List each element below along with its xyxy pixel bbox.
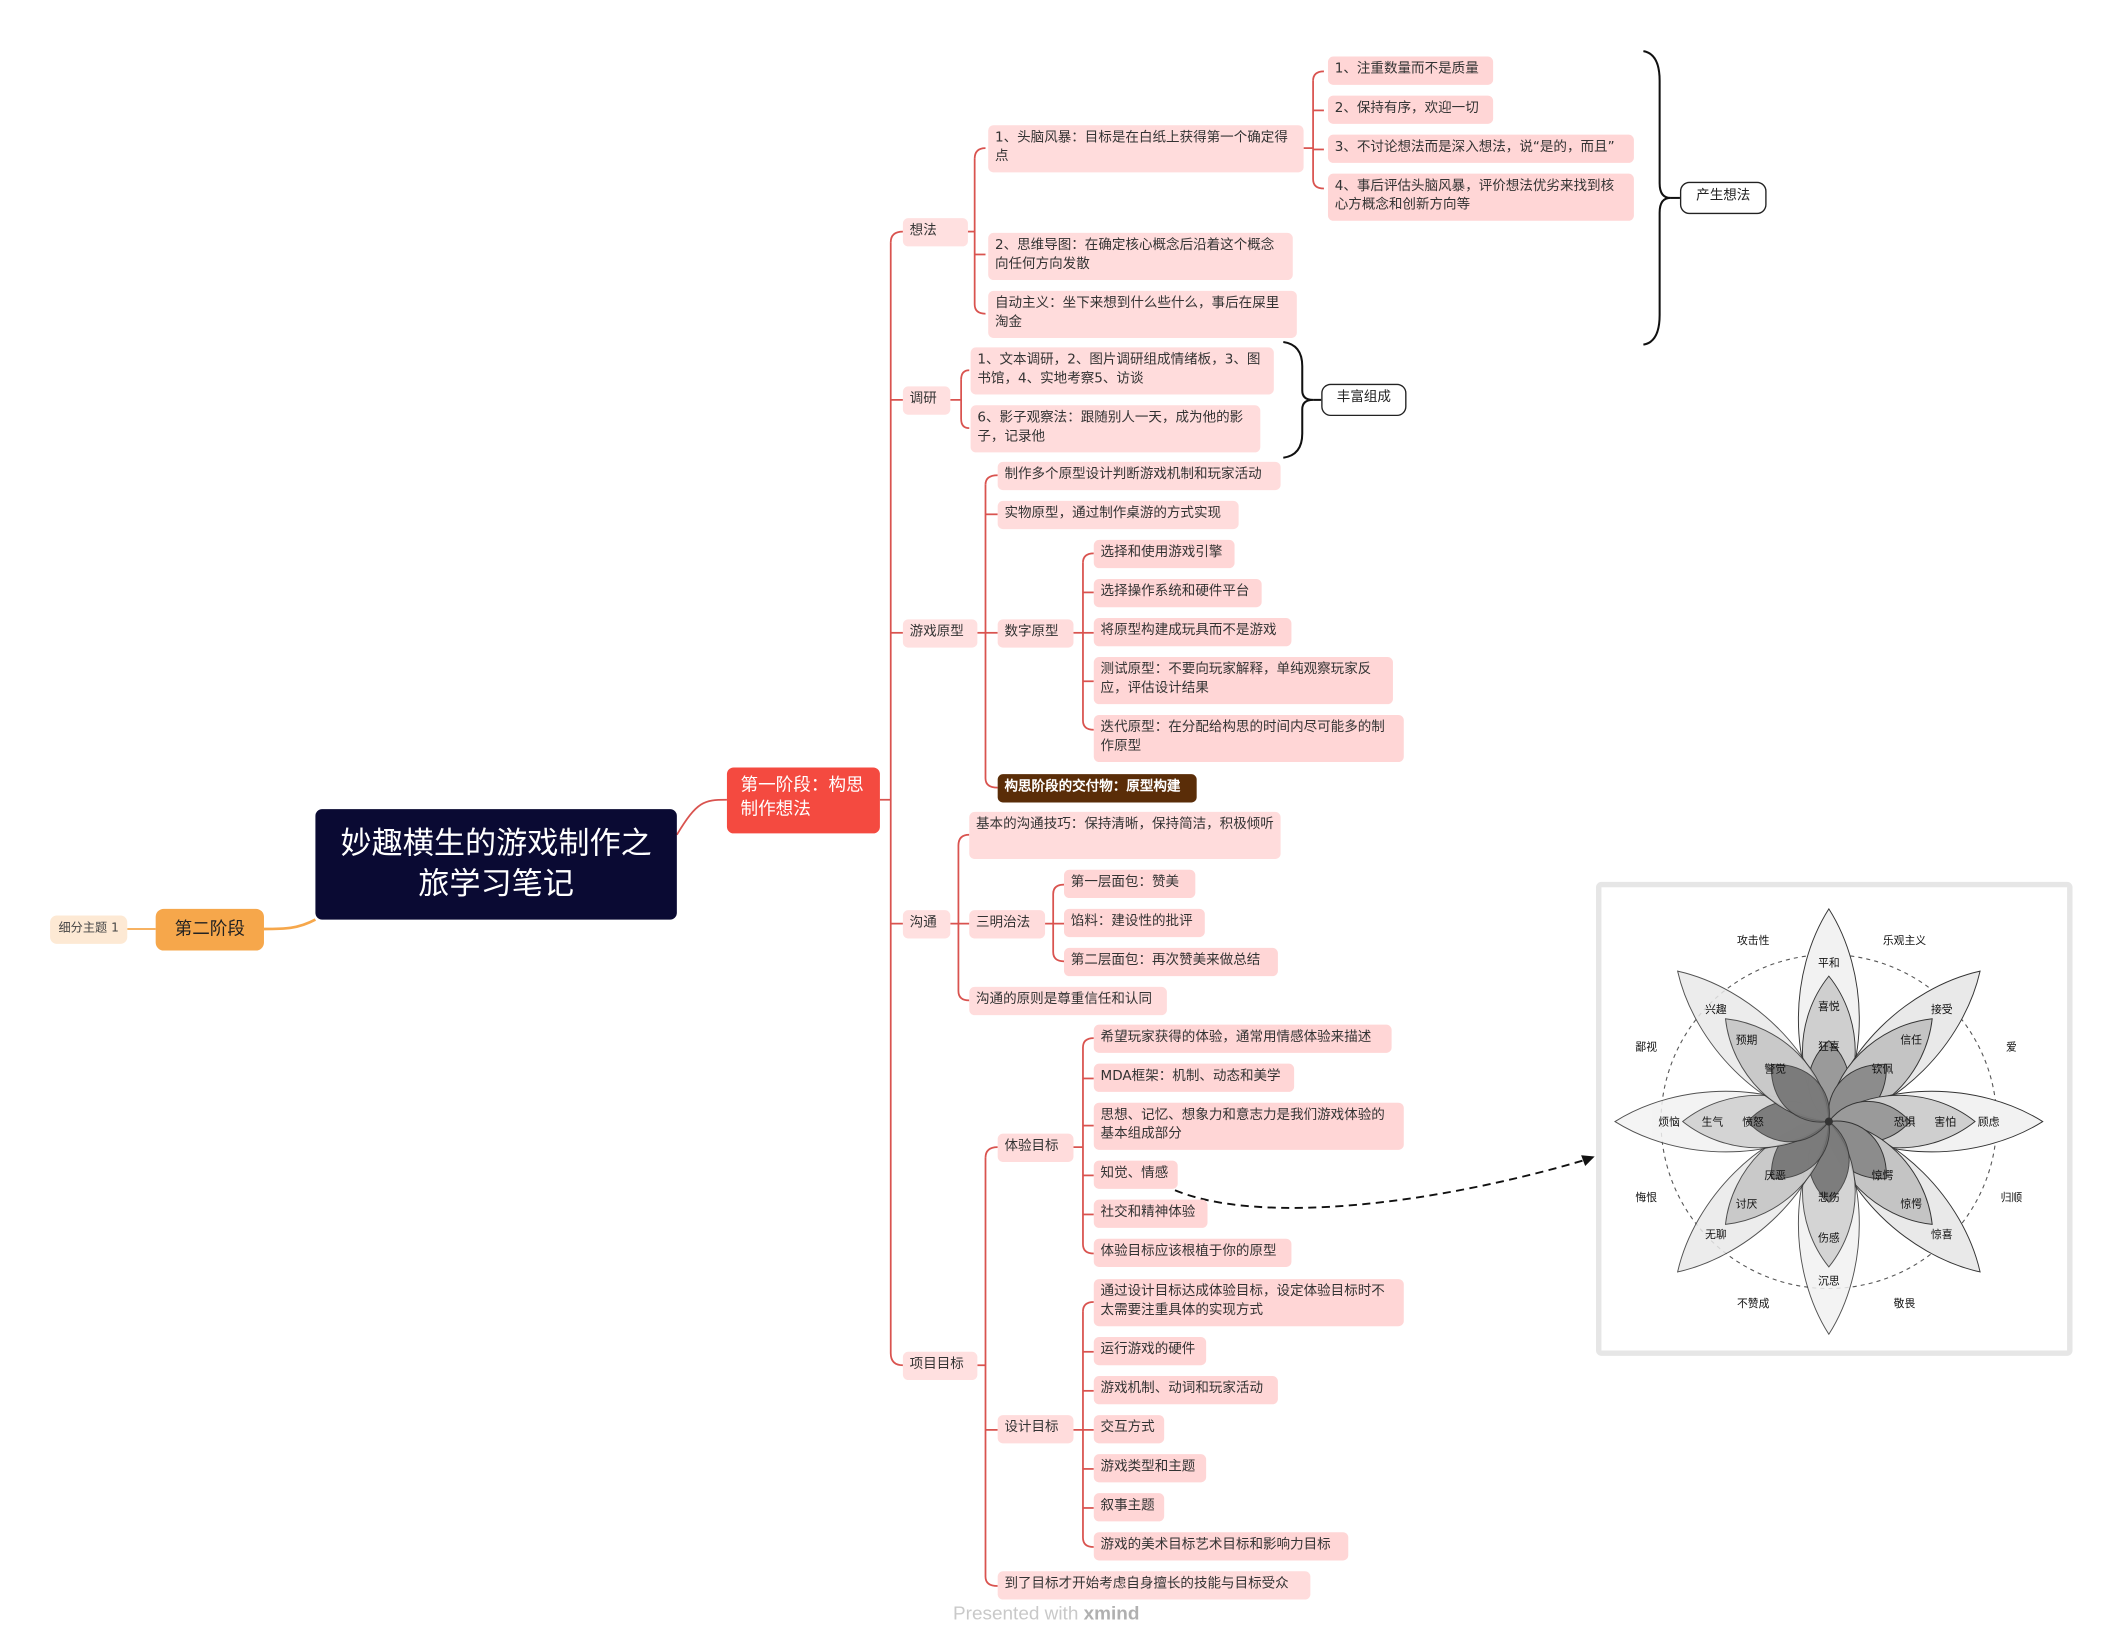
- sandwich-item-3[interactable]: 第二层面包：再次赞美来做总结: [1064, 947, 1278, 977]
- wheel-petal-label: 惊愕: [1872, 1168, 1894, 1182]
- experience-goals-node[interactable]: 体验目标: [997, 1133, 1074, 1162]
- wheel-outer-label: 悔恨: [1635, 1190, 1657, 1204]
- shadow-observation-node[interactable]: 6、影子观察法：跟随别人一天，成为他的影子，记录他: [970, 405, 1261, 453]
- wheel-petal-label: 烦恼: [1658, 1116, 1680, 1129]
- digital-item-toy[interactable]: 将原型构建成玩具而不是游戏: [1093, 617, 1292, 647]
- wheel-petal-label: 厌恶: [1764, 1169, 1786, 1182]
- wheel-petal-label: 讨厌: [1736, 1197, 1758, 1210]
- brainstorm-node[interactable]: 1、头脑风暴：目标是在白纸上获得第一个确定得点: [988, 125, 1304, 173]
- wheel-petal: [1614, 1090, 1830, 1153]
- communication-principle-node[interactable]: 沟通的原则是尊重信任和认同: [969, 986, 1167, 1016]
- digital-item-test[interactable]: 测试原型：不要向玩家解释，单纯观察玩家反应，评估设计结果: [1093, 657, 1393, 705]
- sandwich-item-2[interactable]: 馅料：建设性的批评: [1064, 908, 1205, 938]
- wheel-outer-label: 敬畏: [1894, 1297, 1916, 1310]
- wheel-petal-label: 警觉: [1764, 1061, 1786, 1075]
- ideas-node[interactable]: 想法: [902, 218, 968, 247]
- brainstorm-rule-2[interactable]: 2、保持有序，欢迎一切: [1327, 95, 1494, 124]
- wheel-petal-label: 预期: [1736, 1034, 1758, 1047]
- digital-item-platform[interactable]: 选择操作系统和硬件平台: [1093, 578, 1262, 608]
- wheel-petal-label: 喜悦: [1818, 999, 1840, 1013]
- enrich-composition-label[interactable]: 丰富组成: [1321, 383, 1407, 417]
- wheel-center: [1824, 1117, 1833, 1126]
- wheel-outer-label: 爱: [2006, 1040, 2017, 1053]
- wheel-petal-label: 惊愕: [1900, 1196, 1922, 1210]
- wheel-petal-label: 信任: [1900, 1034, 1922, 1047]
- wheel-petal-label: 无聊: [1705, 1227, 1727, 1241]
- wheel-petal: [1676, 970, 1830, 1123]
- wheel-petal: [1797, 1120, 1860, 1336]
- brainstorm-rule-4[interactable]: 4、事后评估头脑风暴，评价想法优劣来找到核心方概念和创新方向等: [1327, 173, 1634, 221]
- wheel-petal-label: 钦佩: [1872, 1061, 1894, 1075]
- deliverable-node[interactable]: 构思阶段的交付物：原型构建: [997, 774, 1197, 803]
- wheel-petal-label: 伤感: [1818, 1230, 1840, 1244]
- prototype-node[interactable]: 游戏原型: [902, 619, 978, 648]
- wheel-petal: [1827, 1120, 1981, 1273]
- design-item-4[interactable]: 交互方式: [1093, 1415, 1165, 1444]
- experience-item-1[interactable]: 希望玩家获得的体验，通常用情感体验来描述: [1093, 1024, 1392, 1053]
- communication-node[interactable]: 沟通: [902, 910, 951, 939]
- wheel-outer-label: 归顺: [2001, 1190, 2023, 1204]
- watermark-brand: xmind: [1083, 1602, 1140, 1624]
- final-goal-node[interactable]: 到了目标才开始考虑自身擅长的技能与目标受众: [997, 1571, 1311, 1600]
- wheel-petal-label: 生气: [1702, 1115, 1724, 1129]
- stage-one-node[interactable]: 第一阶段：构思制作想法: [726, 767, 880, 834]
- digital-item-iterate[interactable]: 迭代原型：在分配给构思的时间内尽可能多的制作原型: [1093, 714, 1404, 763]
- digital-prototype-node[interactable]: 数字原型: [997, 619, 1074, 648]
- wheel-petal-label: 沉思: [1818, 1274, 1840, 1287]
- research-node[interactable]: 调研: [902, 386, 951, 415]
- design-item-1[interactable]: 通过设计目标达成体验目标，设定体验目标时不太需要注重具体的实现方式: [1093, 1279, 1404, 1327]
- design-item-2[interactable]: 运行游戏的硬件: [1093, 1336, 1207, 1366]
- watermark-prefix: Presented with: [953, 1602, 1084, 1624]
- wheel-petal-label: 兴趣: [1705, 1002, 1727, 1016]
- wheel-outer-label: 不赞成: [1737, 1297, 1770, 1310]
- sandwich-method-node[interactable]: 三明治法: [969, 910, 1046, 939]
- wheel-outer-label: 攻击性: [1737, 933, 1770, 947]
- mindmap-method-node[interactable]: 2、思维导图：在确定核心概念后沿着这个概念向任何方向发散: [988, 232, 1293, 281]
- digital-item-engine[interactable]: 选择和使用游戏引擎: [1093, 539, 1235, 569]
- wheel-petal-label: 狂喜: [1818, 1040, 1840, 1053]
- wheel-outer-label: 乐观主义: [1883, 934, 1927, 947]
- wheel-petal-ring: [1770, 1063, 1830, 1123]
- design-item-7[interactable]: 游戏的美术目标艺术目标和影响力目标: [1093, 1532, 1349, 1561]
- wheel-petal-label: 顾虑: [1978, 1116, 2000, 1129]
- experience-item-3[interactable]: 思想、记忆、想象力和意志力是我们游戏体验的基本组成部分: [1093, 1102, 1404, 1150]
- basic-communication-node[interactable]: 基本的沟通技巧：保持清晰，保持简洁，积极倾听: [969, 811, 1281, 860]
- experience-item-4[interactable]: 知觉、情感: [1093, 1160, 1178, 1189]
- wheel-petal-label: 悲伤: [1818, 1190, 1840, 1204]
- wheel-petal-label: 接受: [1931, 1002, 1953, 1016]
- stage-two-node[interactable]: 第二阶段: [155, 908, 264, 951]
- emotion-wheel-image[interactable]: 平和喜悦狂喜 乐观主义接受信任钦佩 爱顾虑 害怕 恐惧归顺惊喜 惊愕惊愕敬畏 沉思 伤感 悲伤不…: [1596, 881, 2073, 1356]
- wheel-petal-label: 害怕: [1934, 1115, 1956, 1129]
- xmind-watermark: Presented with xmind: [953, 1602, 1139, 1624]
- research-methods-node[interactable]: 1、文本调研，2、图片调研组成情绪板，3、图书馆，4、实地考察5、访谈: [970, 347, 1274, 395]
- design-item-3[interactable]: 游戏机制、动词和玩家活动: [1093, 1376, 1278, 1405]
- brainstorm-rule-1[interactable]: 1、注重数量而不是质量: [1327, 56, 1494, 85]
- experience-item-2[interactable]: MDA框架：机制、动态和美学: [1093, 1063, 1295, 1092]
- brainstorm-rule-3[interactable]: 3、不讨论想法而是深入想法，说“是的，而且”: [1327, 134, 1634, 163]
- physical-prototype-node[interactable]: 实物原型，通过制作桌游的方式实现: [997, 500, 1239, 530]
- design-goals-node[interactable]: 设计目标: [997, 1415, 1074, 1444]
- produce-ideas-label[interactable]: 产生想法: [1679, 181, 1767, 215]
- wheel-petal-label: 平和: [1818, 957, 1840, 970]
- automatism-node[interactable]: 自动主义：坐下来想到什么些什么，事后在屎里淘金: [988, 290, 1297, 338]
- design-item-5[interactable]: 游戏类型和主题: [1093, 1454, 1207, 1483]
- wheel-petal-label: 愤怒: [1742, 1115, 1764, 1129]
- wheel-petal: [1827, 970, 1981, 1123]
- wheel-outer-label: 鄙视: [1635, 1039, 1657, 1053]
- project-goals-node[interactable]: 项目目标: [902, 1351, 978, 1381]
- experience-item-6[interactable]: 体验目标应该根植于你的原型: [1093, 1238, 1292, 1267]
- multi-prototype-node[interactable]: 制作多个原型设计判断游戏机制和玩家活动: [997, 461, 1281, 491]
- sandwich-item-1[interactable]: 第一层面包：赞美: [1064, 869, 1196, 899]
- experience-item-5[interactable]: 社交和精神体验: [1093, 1199, 1208, 1228]
- design-item-6[interactable]: 叙事主题: [1093, 1493, 1165, 1522]
- wheel-petal-label: 恐惧: [1894, 1115, 1916, 1129]
- wheel-petal-label: 惊喜: [1931, 1227, 1953, 1241]
- subtopic-1[interactable]: 细分主题 1: [50, 915, 128, 944]
- root-topic[interactable]: 妙趣横生的游戏制作之旅学习笔记: [315, 809, 677, 920]
